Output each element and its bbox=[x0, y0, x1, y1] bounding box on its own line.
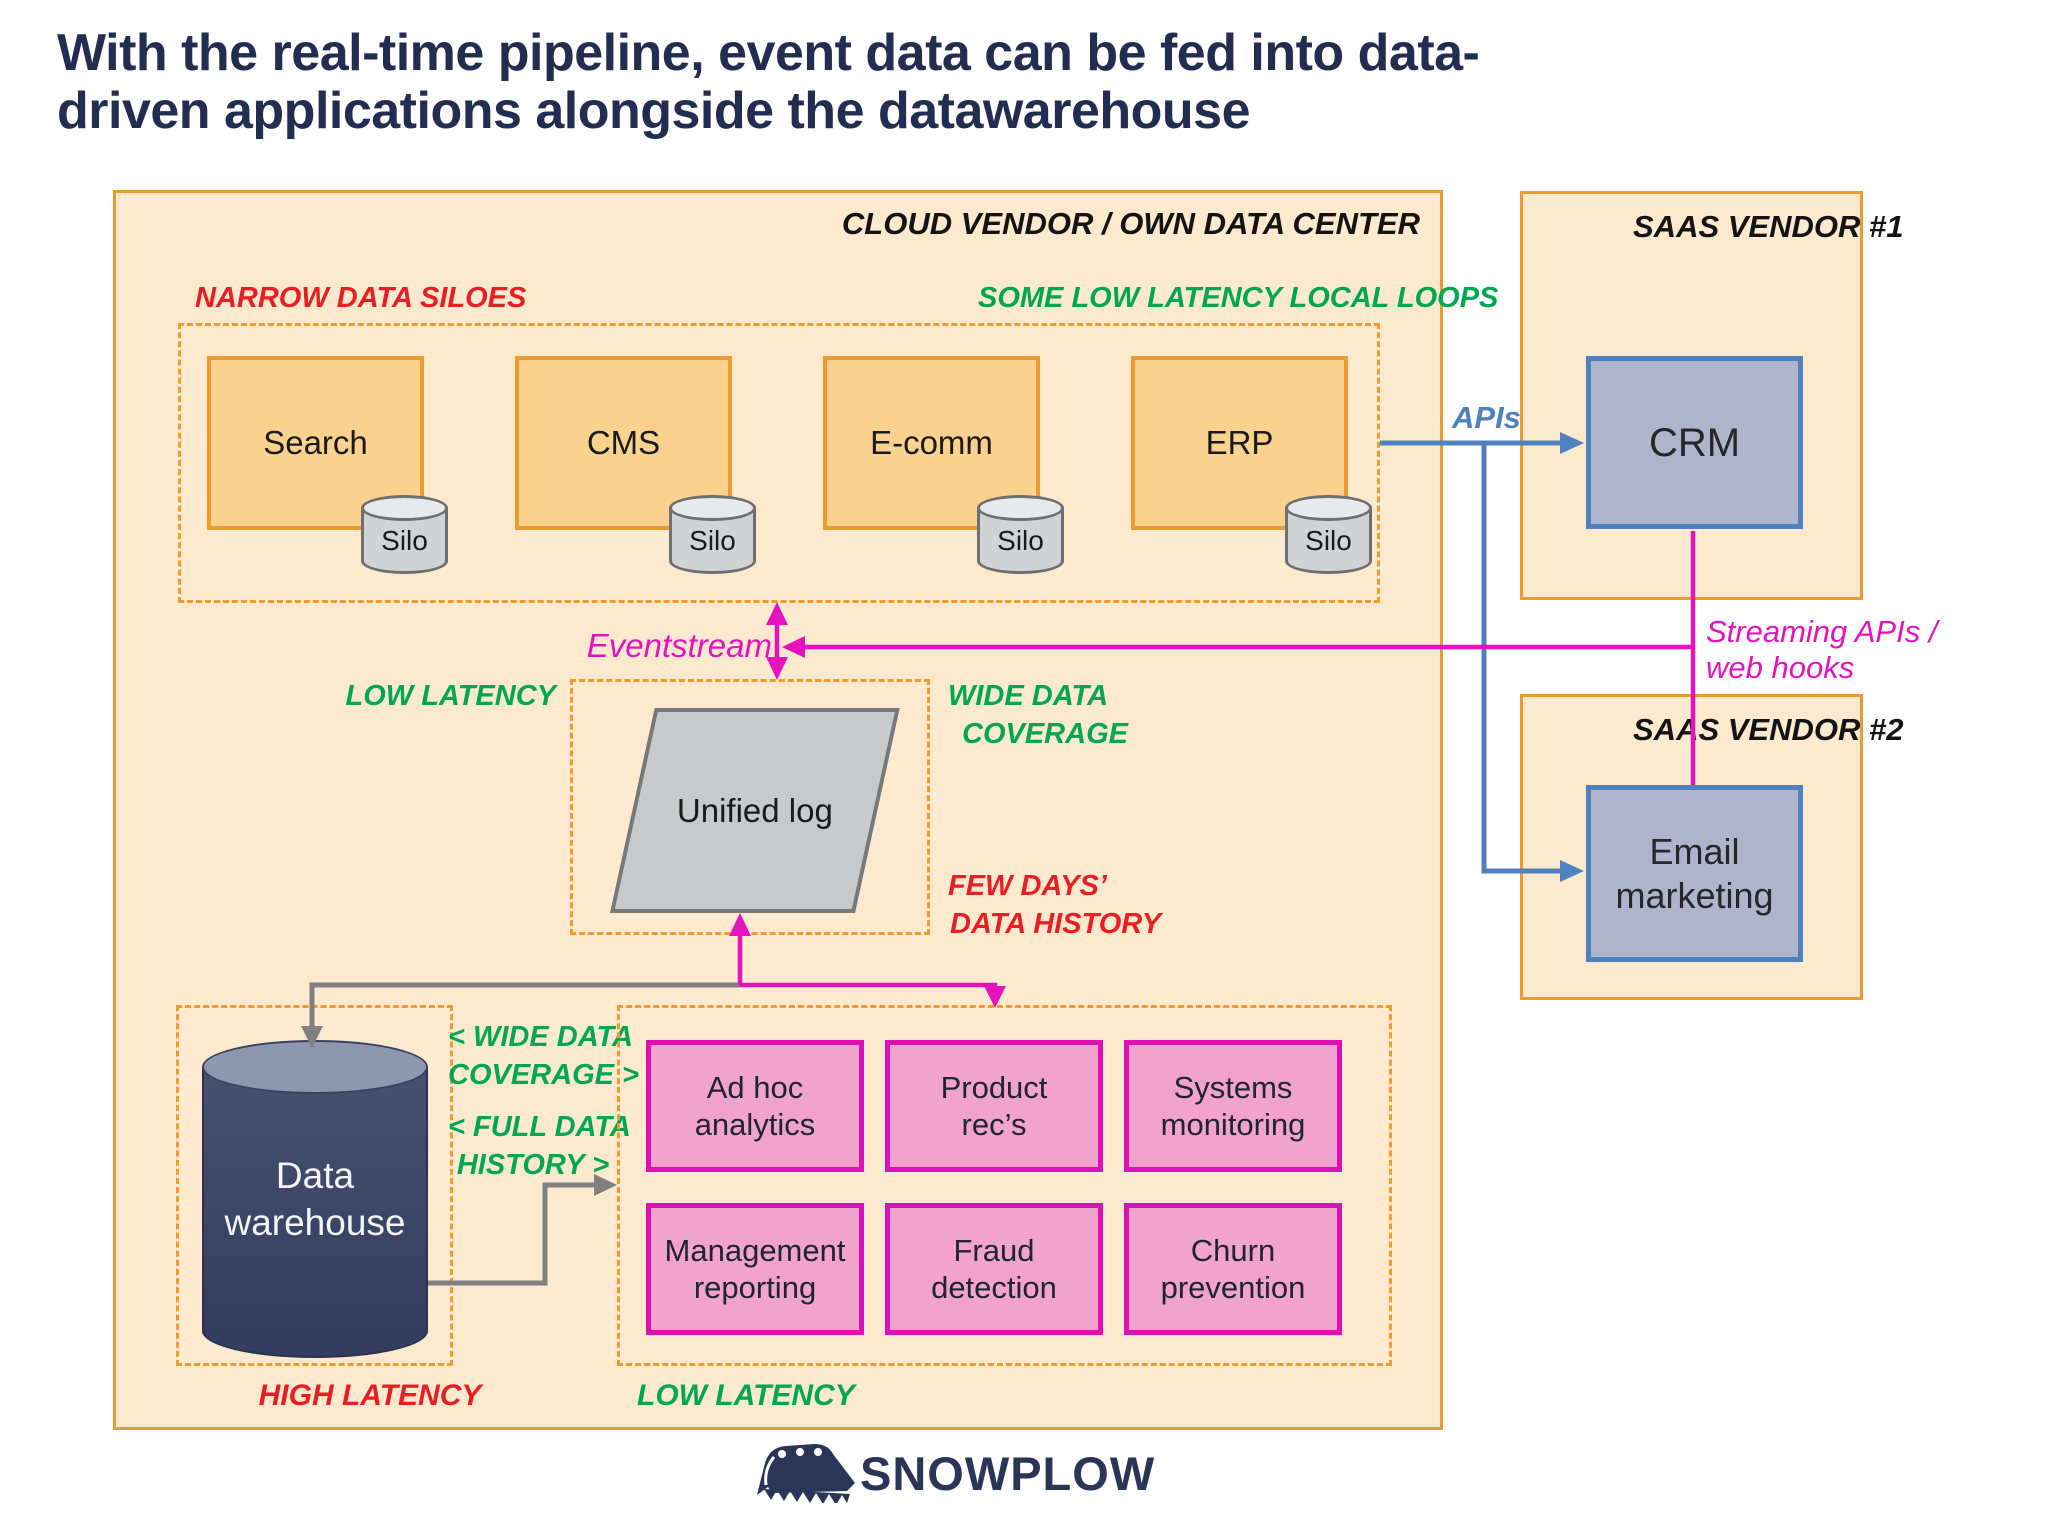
low-latency-apps-label: LOW LATENCY bbox=[637, 1379, 855, 1412]
app-box-management-reporting: Management reporting bbox=[646, 1203, 864, 1335]
system-box-search: Search bbox=[207, 356, 424, 530]
app-label: Systems monitoring bbox=[1160, 1070, 1306, 1142]
email-marketing-label: Email marketing bbox=[1615, 830, 1774, 916]
silo-label: Silo bbox=[381, 525, 428, 556]
system-label: ERP bbox=[1205, 424, 1274, 461]
warehouse-wide-data-line1: < WIDE DATA bbox=[448, 1021, 634, 1053]
data-warehouse-cylinder: Data warehouse bbox=[202, 1040, 428, 1358]
streaming-apis-label: Streaming APIs / web hooks bbox=[1706, 614, 1937, 686]
cloud-vendor-caption: CLOUD VENDOR / OWN DATA CENTER bbox=[841, 206, 1420, 241]
system-label: Search bbox=[263, 424, 368, 461]
crm-label: CRM bbox=[1648, 420, 1741, 465]
siloes-dashed-box bbox=[178, 323, 1380, 603]
saas-vendor-2-caption: SAAS VENDOR #2 bbox=[1633, 712, 1904, 747]
silo-cylinder-search: Silo bbox=[361, 495, 448, 574]
local-loops-label: SOME LOW LATENCY LOCAL LOOPS bbox=[978, 282, 1499, 314]
app-label: Churn prevention bbox=[1160, 1233, 1306, 1305]
low-latency-unified-label: LOW LATENCY bbox=[345, 680, 557, 712]
few-days-label-line2: DATA HISTORY bbox=[950, 908, 1162, 940]
wide-data-label-line2: COVERAGE bbox=[962, 718, 1128, 750]
saas-vendor-1-caption: SAAS VENDOR #1 bbox=[1633, 209, 1904, 244]
page-title-line2: driven applications alongside the datawa… bbox=[57, 82, 1251, 140]
silo-cylinder-erp: Silo bbox=[1285, 495, 1372, 574]
warehouse-full-history-line1: < FULL DATA bbox=[448, 1111, 631, 1143]
cylinder-top bbox=[202, 1040, 428, 1094]
cylinder-body bbox=[202, 1067, 428, 1331]
page-title-line1: With the real-time pipeline, event data … bbox=[57, 24, 1480, 82]
system-label: CMS bbox=[586, 424, 661, 461]
app-box-churn-prevention: Churn prevention bbox=[1124, 1203, 1342, 1335]
unified-log-label: Unified log bbox=[676, 791, 833, 829]
app-box-product-recs: Product rec’s bbox=[885, 1040, 1103, 1172]
wide-data-label-line1: WIDE DATA bbox=[948, 680, 1109, 712]
data-warehouse-label-line2: warehouse bbox=[224, 1202, 406, 1243]
app-label: Ad hoc analytics bbox=[694, 1070, 816, 1142]
cylinder-top bbox=[361, 495, 448, 521]
few-days-label-line1: FEW DAYS’ bbox=[948, 870, 1107, 902]
silo-cylinder-ecomm: Silo bbox=[977, 495, 1064, 574]
email-marketing-box: Email marketing bbox=[1586, 785, 1803, 962]
brand-wordmark: SNOWPLOW bbox=[860, 1447, 1156, 1500]
page-title: With the real-time pipeline, event data … bbox=[57, 24, 1517, 140]
system-box-ecomm: E-comm bbox=[823, 356, 1040, 530]
app-label: Product rec’s bbox=[940, 1070, 1048, 1142]
warehouse-wide-data-line2: COVERAGE > bbox=[448, 1059, 639, 1091]
app-label: Fraud detection bbox=[931, 1233, 1057, 1305]
app-box-fraud-detection: Fraud detection bbox=[885, 1203, 1103, 1335]
cylinder-top bbox=[669, 495, 756, 521]
warehouse-full-history-line2: HISTORY > bbox=[456, 1149, 610, 1181]
app-box-adhoc-analytics: Ad hoc analytics bbox=[646, 1040, 864, 1172]
high-latency-label: HIGH LATENCY bbox=[258, 1379, 482, 1412]
unified-log-parallelogram: Unified log bbox=[610, 708, 900, 913]
silo-cylinder-cms: Silo bbox=[669, 495, 756, 574]
narrow-data-siloes-label: NARROW DATA SILOES bbox=[195, 282, 527, 314]
app-label: Management reporting bbox=[664, 1233, 846, 1305]
app-box-systems-monitoring: Systems monitoring bbox=[1124, 1040, 1342, 1172]
streaming-apis-line2: web hooks bbox=[1706, 650, 1855, 685]
data-warehouse-label-line1: Data bbox=[275, 1155, 355, 1196]
silo-label: Silo bbox=[997, 525, 1044, 556]
crm-box: CRM bbox=[1586, 356, 1803, 529]
silo-label: Silo bbox=[1305, 525, 1352, 556]
eventstream-label: Eventstream bbox=[586, 627, 772, 664]
cylinder-top bbox=[977, 495, 1064, 521]
cylinder-top bbox=[1285, 495, 1372, 521]
data-warehouse-label: Data warehouse bbox=[202, 1152, 428, 1246]
streaming-apis-line1: Streaming APIs / bbox=[1706, 614, 1938, 649]
system-label: E-comm bbox=[870, 424, 993, 461]
snowplow-logo-icon bbox=[757, 1444, 855, 1503]
apis-label: APIs bbox=[1452, 400, 1521, 435]
silo-label: Silo bbox=[689, 525, 736, 556]
